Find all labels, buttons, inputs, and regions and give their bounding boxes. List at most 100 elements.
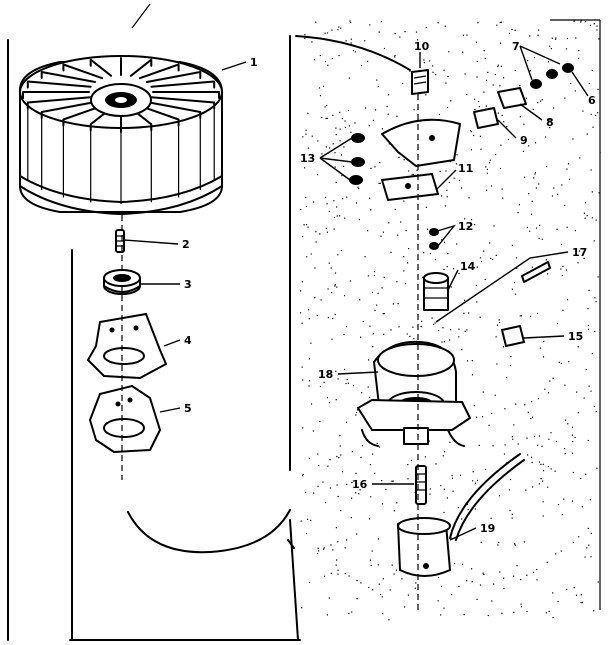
stipple-dot [360, 456, 362, 458]
stipple-dot [564, 448, 566, 450]
stipple-dot [326, 32, 329, 34]
stipple-dot [355, 202, 358, 204]
stipple-dot [328, 373, 330, 375]
stipple-dot [591, 217, 593, 219]
stipple-dot [496, 363, 498, 365]
stipple-dot [462, 563, 464, 565]
stipple-dot [458, 328, 460, 330]
stipple-dot [479, 316, 481, 318]
stipple-dot [578, 50, 580, 52]
stipple-dot [305, 133, 307, 135]
stipple-dot [394, 54, 396, 57]
stipple-dot [376, 79, 378, 81]
stipple-dot [548, 438, 550, 440]
stipple-dot [344, 573, 346, 575]
stipple-dot [498, 541, 500, 543]
stipple-dot [523, 541, 526, 543]
stipple-dot [340, 250, 342, 252]
stipple-dot [302, 235, 304, 238]
stipple-dot [571, 500, 574, 502]
stipple-dot [324, 106, 326, 108]
stipple-dot [369, 464, 371, 466]
stipple-dot [461, 349, 463, 351]
callout-7: 7 [512, 40, 520, 53]
stipple-dot [548, 610, 550, 612]
stipple-dot [381, 480, 383, 482]
stipple-dot [397, 234, 399, 236]
stipple-dot [367, 230, 369, 232]
stipple-dot [466, 580, 468, 582]
stipple-dot [337, 541, 339, 543]
stipple-dot [583, 257, 585, 259]
stipple-dot [445, 170, 447, 172]
stipple-dot [374, 309, 376, 311]
stipple-dot [474, 508, 476, 510]
stipple-dot [318, 87, 321, 89]
stipple-dot [450, 100, 452, 102]
stipple-dot [493, 225, 495, 227]
stipple-dot [444, 205, 447, 207]
stipple-dot [405, 230, 407, 232]
stipple-dot [595, 301, 597, 303]
stipple-dot [350, 21, 352, 23]
stipple-dot [543, 470, 545, 472]
stipple-dot [459, 474, 462, 476]
stipple-dot [534, 172, 536, 174]
stipple-dot [597, 88, 599, 90]
stipple-dot [508, 32, 511, 34]
stipple-dot [502, 197, 504, 199]
stipple-dot [586, 215, 588, 217]
stipple-dot [555, 553, 557, 555]
stipple-dot [451, 477, 454, 479]
stipple-dot [554, 38, 557, 40]
stipple-dot [324, 32, 326, 34]
stipple-dot [323, 548, 325, 550]
stipple-dot [383, 333, 385, 335]
stipple-dot [530, 213, 533, 215]
stipple-dot [371, 291, 374, 293]
stipple-dot [429, 252, 431, 255]
fan-blade [26, 96, 92, 110]
fan-blade [62, 104, 104, 127]
stipple-dot [580, 21, 582, 23]
stipple-dot [326, 117, 328, 119]
stipple-dot [380, 235, 382, 237]
stipple-dot [448, 181, 450, 183]
gasket-upper [87, 313, 167, 379]
stipple-dot [485, 468, 487, 471]
stipple-dot [513, 424, 515, 426]
stipple-dot [338, 26, 340, 28]
stipple-dot [451, 475, 453, 477]
stipple-dot [401, 578, 403, 580]
stipple-dot [580, 594, 582, 596]
stipple-dot [340, 154, 342, 156]
stipple-dot [568, 361, 570, 363]
stipple-dot [394, 56, 396, 58]
stipple-dot [516, 267, 518, 269]
stipple-dot [522, 150, 524, 152]
stipple-dot [566, 299, 569, 301]
stipple-dot [364, 40, 366, 42]
stipple-dot [346, 539, 348, 541]
stipple-dot [500, 65, 502, 67]
stipple-dot [520, 579, 522, 581]
stipple-dot [506, 377, 508, 379]
stipple-dot [389, 589, 391, 591]
stipple-dot [365, 107, 367, 109]
stipple-dot [497, 64, 499, 66]
stipple-dot [407, 478, 409, 480]
stipple-dot [409, 335, 411, 337]
stipple-dot [367, 60, 369, 62]
stipple-dot [519, 315, 521, 317]
stipple-dot [467, 225, 469, 227]
stipple-dot [410, 459, 412, 461]
stipple-dot [344, 295, 346, 297]
stipple-dot [582, 110, 584, 112]
stipple-dot [503, 587, 505, 590]
stipple-dot [450, 537, 452, 539]
stipple-dot [307, 147, 310, 149]
stipple-dot [596, 467, 598, 469]
stipple-dot [497, 65, 499, 68]
stipple-dot [370, 496, 372, 498]
stipple-dot [407, 262, 409, 264]
